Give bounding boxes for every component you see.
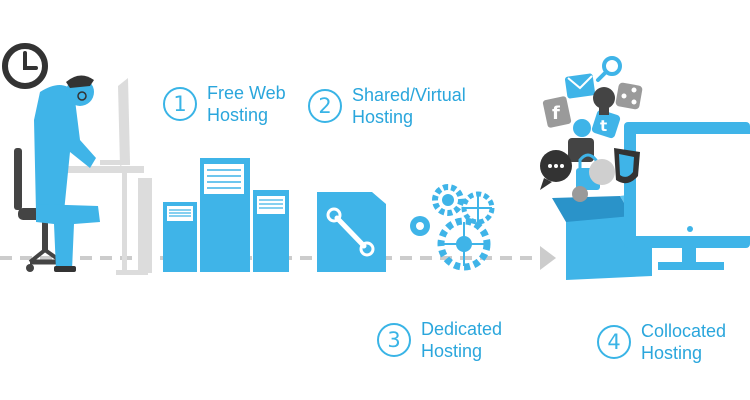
chat-icon — [540, 150, 572, 190]
gear-icon — [437, 217, 491, 271]
server-icon — [200, 158, 250, 272]
gear-icon — [461, 191, 495, 225]
svg-text:f: f — [552, 103, 560, 124]
step-number: 1 — [163, 87, 197, 121]
facebook-icon: f — [542, 96, 572, 128]
heart-icon — [589, 159, 615, 185]
monitor-icon — [624, 122, 750, 270]
step-number: 4 — [597, 325, 631, 359]
twitter-icon: t — [591, 109, 621, 139]
step-label-line1: Dedicated — [421, 319, 503, 339]
step-label-line2: Hosting — [641, 343, 703, 363]
step-1: 1 Free Web Hosting — [163, 82, 286, 126]
shield-icon — [614, 148, 640, 184]
desktop-tower — [138, 178, 152, 273]
clock-icon — [2, 43, 48, 89]
svg-text:t: t — [600, 117, 607, 135]
step-label-line1: Collocated — [641, 321, 727, 341]
gear-icon — [432, 184, 464, 216]
step-label: Free Web Hosting — [207, 82, 286, 126]
step-number: 3 — [377, 323, 411, 357]
step-number: 2 — [308, 89, 342, 123]
timeline-arrowhead — [540, 246, 556, 270]
step-label: Collocated Hosting — [641, 320, 726, 364]
search-icon — [596, 56, 622, 82]
step-label-line1: Shared/Virtual — [352, 85, 466, 105]
step-label-line1: Free Web — [207, 83, 286, 103]
gear-icon — [410, 216, 430, 236]
step-3: 3 Dedicated Hosting — [377, 318, 502, 362]
step-label: Shared/Virtual Hosting — [352, 84, 466, 128]
user-icon — [572, 186, 588, 202]
step-label-line2: Hosting — [352, 107, 414, 127]
step-2: 2 Shared/Virtual Hosting — [308, 84, 466, 128]
share-icon — [615, 82, 643, 110]
mail-icon — [564, 73, 596, 99]
lightbulb-icon — [593, 87, 615, 115]
server-icon — [253, 190, 289, 272]
wrench-icon — [317, 192, 386, 272]
step-label-line2: Hosting — [421, 341, 483, 361]
wifi-icon — [573, 119, 591, 137]
person-icon — [34, 75, 100, 272]
desktop-monitor — [100, 78, 130, 166]
desk — [60, 166, 148, 275]
step-label-line2: Hosting — [207, 105, 269, 125]
timeline-dashed-line — [0, 246, 556, 270]
step-label: Dedicated Hosting — [421, 318, 502, 362]
step-4: 4 Collocated Hosting — [597, 320, 726, 364]
server-icon — [163, 202, 197, 272]
